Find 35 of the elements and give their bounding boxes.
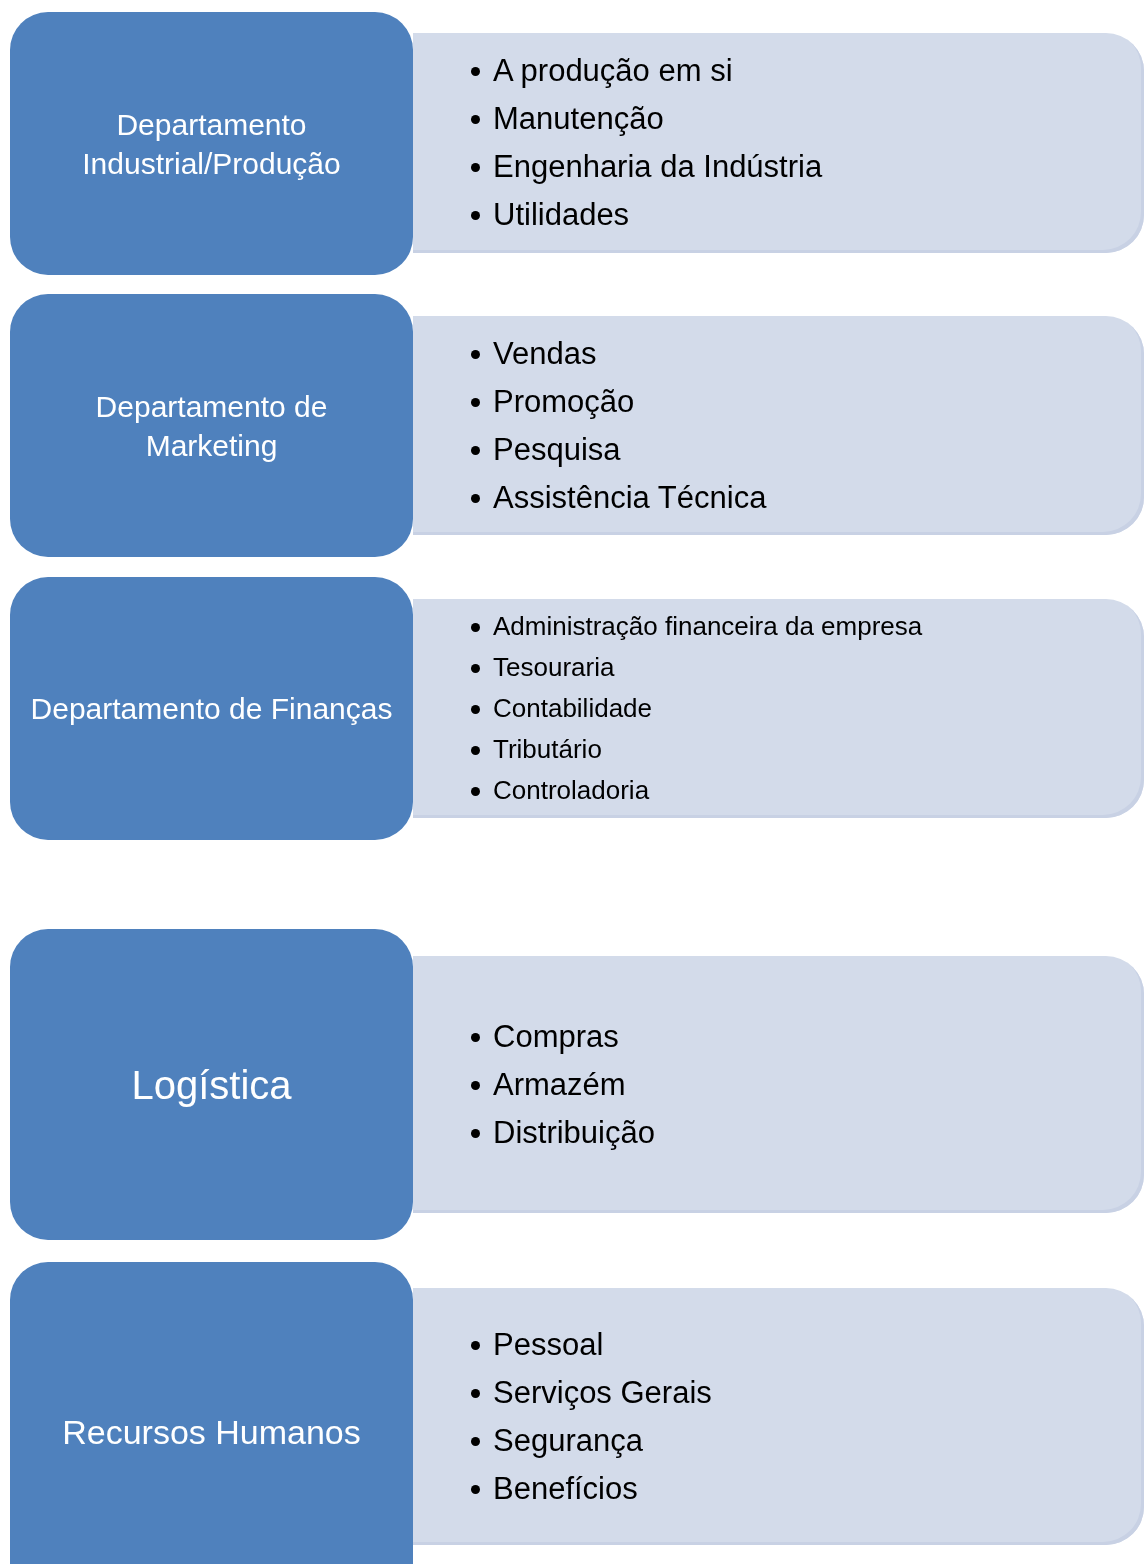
list-item: Administração financeira da empresa bbox=[471, 606, 923, 647]
function-panel bbox=[413, 599, 1144, 818]
list-item: Controladoria bbox=[471, 770, 650, 811]
function-panel bbox=[413, 316, 1144, 535]
list-item: Pessoal bbox=[471, 1320, 604, 1369]
list-item: Pesquisa bbox=[471, 425, 621, 474]
list-item: Assistência Técnica bbox=[471, 473, 767, 522]
department-title: Departamento de Marketing bbox=[94, 388, 329, 464]
list-item: Manutenção bbox=[471, 95, 664, 143]
list-item: Utilidades bbox=[471, 191, 630, 239]
list-item: Segurança bbox=[471, 1416, 643, 1465]
department-title: Logística bbox=[130, 1061, 293, 1109]
list-item: Vendas bbox=[471, 329, 597, 378]
list-item: Tributário bbox=[471, 729, 602, 770]
department-box bbox=[10, 929, 413, 1240]
list-item: A produção em si bbox=[471, 47, 733, 95]
function-panel bbox=[413, 1288, 1144, 1545]
function-panel bbox=[413, 33, 1144, 253]
list-item: Promoção bbox=[471, 377, 635, 426]
list-item: Serviços Gerais bbox=[471, 1368, 712, 1417]
department-box bbox=[10, 577, 413, 840]
department-box bbox=[10, 1262, 413, 1564]
list-item: Contabilidade bbox=[471, 688, 652, 729]
list-item: Compras bbox=[471, 1012, 619, 1061]
department-box bbox=[10, 294, 413, 557]
list-item: Engenharia da Indústria bbox=[471, 143, 823, 191]
function-panel bbox=[413, 956, 1144, 1213]
department-title: Departamento Industrial/Produção bbox=[81, 106, 342, 182]
list-item: Tesouraria bbox=[471, 647, 615, 688]
department-title: Departamento de Finanças bbox=[29, 691, 394, 727]
department-title: Recursos Humanos bbox=[61, 1411, 362, 1453]
list-item: Distribuição bbox=[471, 1108, 655, 1157]
list-item: Benefícios bbox=[471, 1464, 638, 1513]
department-box bbox=[10, 12, 413, 275]
list-item: Armazém bbox=[471, 1060, 626, 1109]
